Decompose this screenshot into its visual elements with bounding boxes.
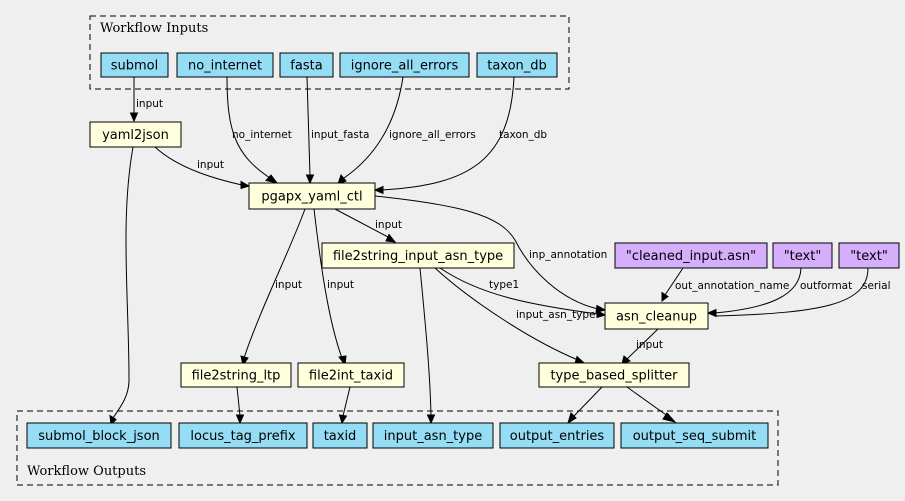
svg-text:submol_block_json: submol_block_json [38,429,160,444]
cluster-workflow-inputs: Workflow Inputs [89,15,570,90]
edge-pgapx-taxid [313,208,343,359]
edge-f2s-splitter [434,267,579,361]
node-cleaned_input_asn[interactable]: "cleaned_input.asn" [614,242,768,269]
edge-label: ignore_all_errors [389,129,476,141]
edge-label: input [636,339,663,351]
node-submol[interactable]: submol [100,52,169,78]
edge-f2s-inputasntype [419,267,432,417]
svg-text:yaml2json: yaml2json [102,128,169,143]
svg-text:input_asn_type: input_asn_type [384,429,482,444]
edge-splitter-entries [573,386,603,417]
edge-label: input [327,279,354,291]
node-text-outformat[interactable]: "text" [772,242,833,269]
edge-label: outformat [800,280,852,292]
node-file2string_ltp[interactable]: file2string_ltp [180,362,292,388]
svg-text:pgapx_yaml_ctl: pgapx_yaml_ctl [261,190,362,205]
edge-cleanedinput-cleanup [664,267,684,296]
svg-text:"text": "text" [784,249,822,264]
edge-label: input [375,219,402,231]
edge-label: input_fasta [311,129,369,141]
node-output_seq_submit[interactable]: output_seq_submit [620,422,769,449]
svg-text:asn_cleanup: asn_cleanup [616,310,697,325]
node-submol_block_json[interactable]: submol_block_json [26,422,172,449]
svg-text:output_seq_submit: output_seq_submit [633,429,757,444]
node-file2string_input_asn_type[interactable]: file2string_input_asn_type [321,242,515,269]
nodes: submol no_internet fasta ignore_all_erro… [26,52,900,449]
edge-label: input [197,159,224,171]
node-input_asn_type[interactable]: input_asn_type [372,422,494,449]
edge-label: out_annotation_name [675,280,789,292]
node-asn_cleanup[interactable]: asn_cleanup [604,302,709,330]
edge-fasta-pgapx [306,76,311,177]
workflow-outputs-title: Workflow Outputs [27,464,146,479]
edge-label: taxon_db [499,129,547,141]
svg-text:file2int_taxid: file2int_taxid [309,369,393,384]
edge-ltp-locustag [236,386,241,417]
svg-text:submol: submol [111,59,159,74]
edge-label: input_asn_type [516,309,596,321]
edge-cleanup-splitter [626,328,659,360]
svg-text:type_based_splitter: type_based_splitter [550,369,678,384]
svg-text:file2string_ltp: file2string_ltp [192,369,281,384]
svg-text:taxon_db: taxon_db [487,59,547,74]
node-text-serial[interactable]: "text" [838,242,900,269]
node-pgapx_yaml_ctl[interactable]: pgapx_yaml_ctl [248,182,376,210]
edge-label: no_internet [232,129,292,141]
edges: input no_internet input_fasta ignore_all… [109,76,891,427]
svg-text:taxid: taxid [324,429,357,444]
edge-label: type1 [489,279,519,291]
svg-text:no_internet: no_internet [188,59,262,74]
node-locus_tag_prefix[interactable]: locus_tag_prefix [178,422,308,449]
edge-f2s-cleanup [439,267,599,315]
node-type_based_splitter[interactable]: type_based_splitter [538,362,690,388]
edge-taxondb-pgapx [381,76,515,191]
node-no_internet[interactable]: no_internet [176,52,274,78]
svg-text:"text": "text" [850,249,888,264]
node-fasta[interactable]: fasta [279,52,334,78]
edge-ignore-pgapx [343,76,404,179]
node-ignore_all_errors[interactable]: ignore_all_errors [339,52,470,78]
edge-no_internet-pgapx [226,76,271,179]
edge-pgapx-cleanup [374,195,599,310]
svg-text:locus_tag_prefix: locus_tag_prefix [190,429,296,444]
edge-pgapx-ltp [243,208,306,359]
edge-taxid-taxid [342,386,351,417]
edge-label: input [136,98,163,110]
node-taxid[interactable]: taxid [312,422,368,449]
svg-text:file2string_input_asn_type: file2string_input_asn_type [333,249,503,264]
svg-text:fasta: fasta [290,59,322,74]
svg-text:"cleaned_input.asn": "cleaned_input.asn" [626,249,756,264]
svg-text:ignore_all_errors: ignore_all_errors [351,59,459,74]
node-taxon_db[interactable]: taxon_db [476,52,558,78]
node-output_entries[interactable]: output_entries [499,422,615,449]
edge-label: inp_annotation [529,249,607,261]
edge-text1-cleanup [714,267,802,314]
node-yaml2json[interactable]: yaml2json [89,121,182,148]
edge-label: input [275,279,302,291]
edge-yaml2json-pgapx [154,146,243,186]
svg-text:output_entries: output_entries [510,429,605,444]
workflow-inputs-title: Workflow Inputs [100,21,208,36]
edge-yaml2json-submolblock [112,146,134,419]
cluster-workflow-outputs: Workflow Outputs [16,410,779,486]
edge-text2-cleanup [714,267,869,317]
edge-pgapx-f2s [334,208,391,239]
node-file2int_taxid[interactable]: file2int_taxid [297,362,405,388]
edge-splitter-seqsubmit [626,386,670,418]
edge-label: serial [862,280,891,292]
